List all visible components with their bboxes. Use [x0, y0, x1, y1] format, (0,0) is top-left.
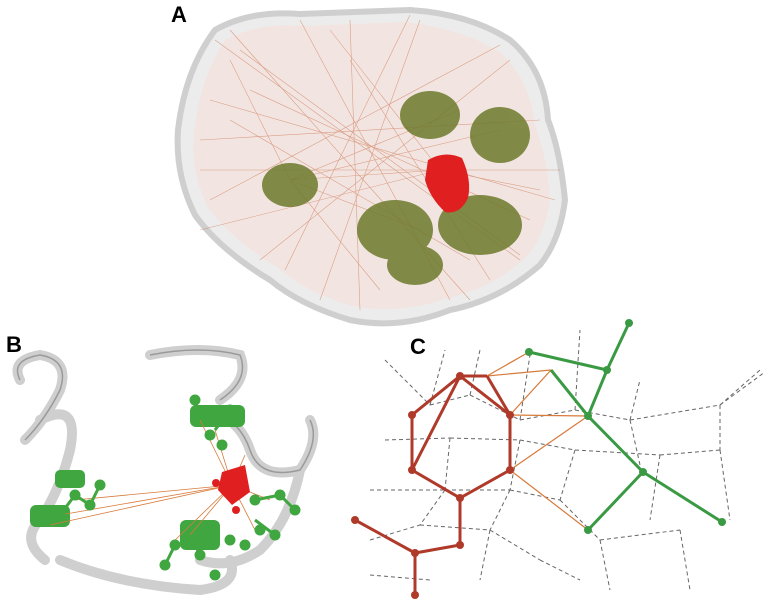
- red-atom: [212, 479, 220, 487]
- green-network-edges: [528, 322, 723, 532]
- panel-label-c: C: [410, 334, 426, 359]
- dashed-voronoi-edges: [369, 329, 765, 591]
- molecular-surface-image: [174, 6, 569, 327]
- green-sidechains: [54, 394, 301, 581]
- residue-network-graph: [351, 319, 765, 599]
- red-network-nodes: [351, 372, 514, 599]
- protein-ribbon-image: [12, 345, 319, 596]
- red-atom: [232, 506, 240, 514]
- green-residue-clusters: [262, 91, 530, 285]
- red-network-edges: [354, 374, 512, 595]
- red-central-residue: [218, 465, 250, 505]
- panel-label-a: A: [171, 2, 187, 27]
- green-network-nodes: [525, 319, 726, 534]
- red-core-residue: [425, 154, 470, 213]
- panel-label-b: B: [6, 332, 22, 357]
- orange-link-edges: [486, 351, 589, 531]
